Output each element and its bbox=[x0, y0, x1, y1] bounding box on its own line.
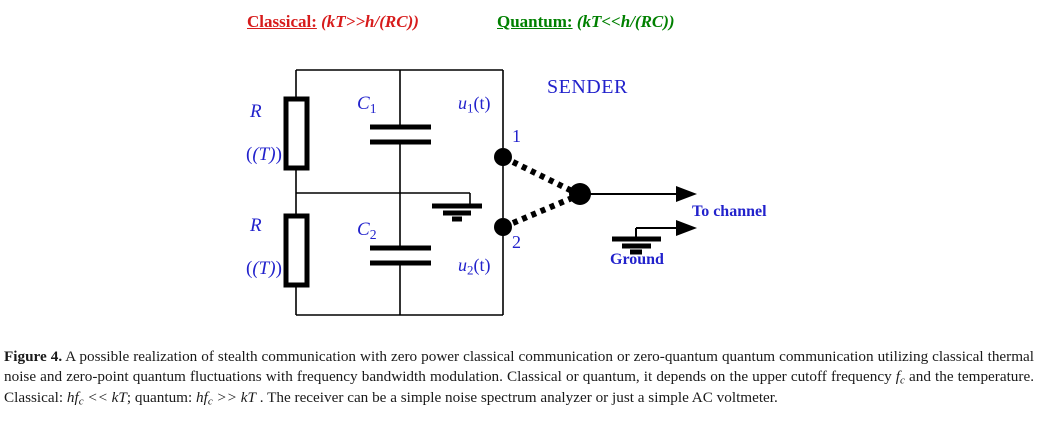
caption-symbol-fc-sub: c bbox=[900, 374, 905, 387]
figure-caption-text-4: . The receiver can be a simple noise spe… bbox=[255, 389, 778, 407]
quantum-condition-label: Quantum: (kT<<h/(RC)) bbox=[497, 12, 675, 32]
voltage-bottom-subscript: 2 bbox=[467, 262, 474, 278]
switch-contact-node-2[interactable] bbox=[494, 218, 512, 236]
resistor-top-symbol bbox=[283, 96, 310, 171]
sender-label: SENDER bbox=[547, 76, 628, 98]
capacitor-top-symbol: C bbox=[357, 93, 370, 114]
quantum-expression: (kT<<h/(RC)) bbox=[576, 12, 675, 31]
voltage-bottom-argument: (t) bbox=[473, 255, 491, 275]
resistor-bottom-label: R bbox=[250, 215, 262, 236]
classical-expression: (kT>>h/(RC)) bbox=[321, 12, 419, 31]
temperature-bottom-label: ((T)) bbox=[246, 258, 282, 279]
capacitor-bottom-subscript: 2 bbox=[369, 226, 377, 242]
resistor-top-label: R bbox=[250, 101, 262, 122]
caption-classical-relation: << kT bbox=[83, 389, 127, 407]
figure-caption-text-1: A possible realization of stealth commun… bbox=[4, 348, 1034, 386]
ground-return-arrow bbox=[636, 220, 697, 236]
voltage-bottom-symbol: u bbox=[458, 255, 467, 275]
caption-classical-expr: hf bbox=[66, 389, 79, 407]
temperature-top-label: ((T)) bbox=[246, 144, 282, 165]
switch-contact-node-1[interactable] bbox=[494, 148, 512, 166]
voltage-bottom-label: u2(t) bbox=[458, 255, 490, 279]
circuit-diagram bbox=[283, 69, 697, 316]
capacitor-top-subscript: 1 bbox=[369, 100, 377, 116]
figure-caption: Figure 4. A possible realization of stea… bbox=[4, 347, 1034, 409]
inner-ground-icon bbox=[432, 203, 482, 222]
switch-common-node[interactable] bbox=[569, 183, 591, 205]
voltage-top-argument: (t) bbox=[473, 93, 491, 113]
caption-symbol-fc: f bbox=[895, 368, 901, 386]
node-1-label: 1 bbox=[512, 126, 521, 146]
switch-arm-to-node-1[interactable] bbox=[511, 159, 574, 194]
to-channel-label: To channel bbox=[692, 203, 767, 220]
capacitor-bottom-symbol: C bbox=[357, 219, 370, 240]
voltage-top-label: u1(t) bbox=[458, 93, 490, 117]
temperature-bottom-symbol: (T) bbox=[252, 258, 276, 279]
classical-keyword: Classical: bbox=[247, 12, 317, 31]
figure-caption-text-3: ; quantum: bbox=[126, 389, 197, 407]
caption-quantum-expr: hf bbox=[196, 389, 208, 407]
voltage-top-subscript: 1 bbox=[467, 100, 474, 116]
external-ground-icon bbox=[612, 228, 661, 255]
figure-caption-text-2: and the temperature. Classical: bbox=[4, 368, 1034, 407]
caption-quantum-relation: >> kT bbox=[212, 389, 256, 407]
classical-condition-label: Classical: (kT>>h/(RC)) bbox=[247, 12, 419, 32]
figure-caption-label: Figure 4. bbox=[4, 348, 63, 365]
capacitor-bottom-label: C2 bbox=[357, 219, 377, 243]
quantum-keyword: Quantum: bbox=[497, 12, 573, 31]
output-signal-arrow bbox=[590, 186, 697, 202]
caption-quantum-expr-sub: c bbox=[207, 395, 213, 408]
ground-label: Ground bbox=[610, 251, 664, 268]
switch-arm-to-node-2[interactable] bbox=[511, 195, 574, 226]
node-2-label: 2 bbox=[512, 232, 521, 252]
capacitor-top-label: C1 bbox=[357, 93, 377, 117]
voltage-top-symbol: u bbox=[458, 93, 467, 113]
temperature-top-symbol: (T) bbox=[252, 144, 276, 165]
caption-classical-expr-sub: c bbox=[78, 395, 84, 408]
resistor-bottom-symbol bbox=[283, 213, 310, 288]
